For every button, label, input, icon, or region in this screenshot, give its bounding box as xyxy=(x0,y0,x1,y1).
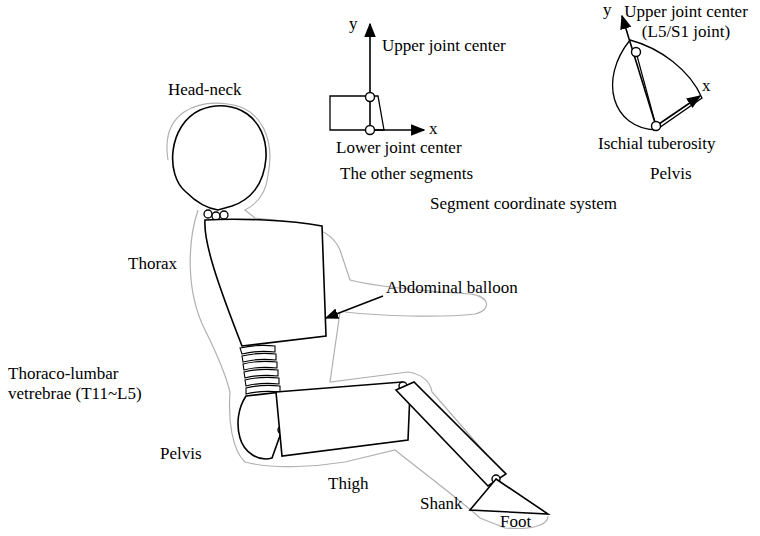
shank-shape xyxy=(396,382,506,486)
segment-label: Head-neck xyxy=(168,80,242,100)
thorax-shape xyxy=(205,219,326,346)
axis-label: x xyxy=(429,119,438,139)
axis-label: y xyxy=(603,0,612,20)
point-label: Upper joint center (L5/S1 joint) xyxy=(616,2,756,42)
pelvis-shape xyxy=(238,392,282,459)
axis-label: x xyxy=(702,76,711,96)
caption-label: The other segments xyxy=(340,164,473,184)
segment-label: Pelvis xyxy=(160,444,202,464)
axis-label: y xyxy=(349,14,358,34)
foot-shape xyxy=(470,479,548,514)
segment-label: Thigh xyxy=(328,474,369,494)
segment-label: Thoraco-lumbar vetrebrae (T11~L5) xyxy=(8,364,178,404)
caption-label: Segment coordinate system xyxy=(430,194,617,214)
part-label: Abdominal balloon xyxy=(386,278,518,298)
balloon-pointer xyxy=(326,296,383,318)
thigh-shape xyxy=(276,382,410,456)
caption-label: Pelvis xyxy=(650,164,692,184)
segment-label: Shank xyxy=(420,494,463,514)
segment-label: Thorax xyxy=(128,254,177,274)
point-label: Lower joint center xyxy=(336,138,462,158)
point-label: Ischial tuberosity xyxy=(598,134,716,154)
point-label: Upper joint center xyxy=(382,36,506,56)
head-shape xyxy=(173,106,266,210)
vertebrae xyxy=(240,345,280,394)
body-outline xyxy=(167,103,548,528)
segment-label: Foot xyxy=(500,512,531,532)
